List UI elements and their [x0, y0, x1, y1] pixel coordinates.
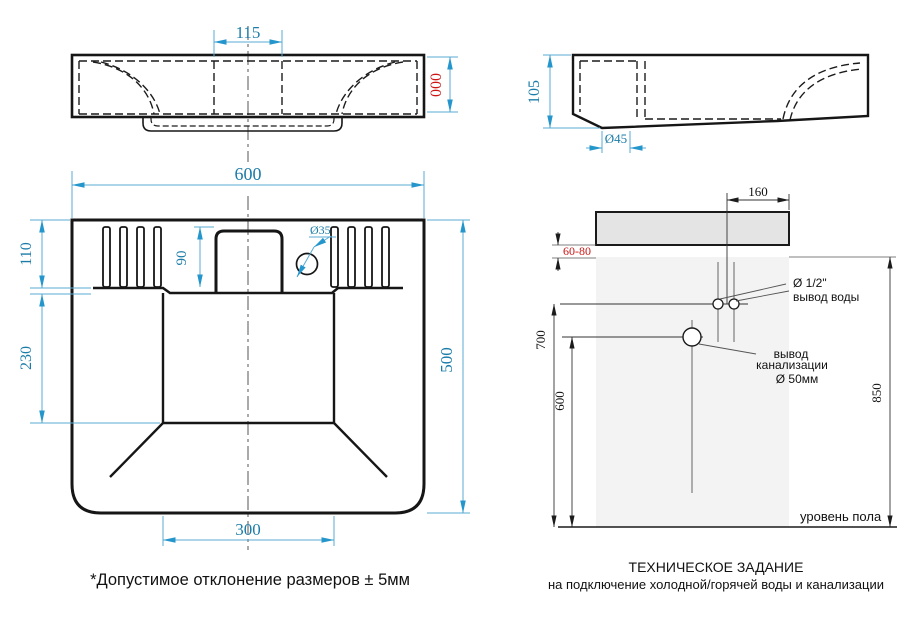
top-view-tab: [142, 117, 343, 132]
sewage-label-2: канализации: [756, 358, 828, 372]
dim-500: 500: [427, 219, 470, 514]
dim-115-label: 115: [236, 23, 261, 42]
front-view: 600 Ø35: [18, 164, 470, 550]
dim-000: 000: [427, 56, 458, 113]
top-view-tab-hidden: [150, 117, 335, 127]
faucet-hole: Ø35: [295, 223, 336, 278]
floor-level-label: уровень пола: [800, 509, 882, 524]
dim-600: 600: [71, 164, 425, 218]
pedestal: [161, 293, 336, 425]
top-view-hidden-lines: [78, 60, 418, 115]
side-profile-view: 105 Ø45: [526, 53, 870, 153]
dim-000-label: 000: [428, 73, 445, 97]
wall-region: [596, 257, 789, 527]
dim-300: 300: [162, 516, 335, 546]
dim-160: 160: [726, 184, 790, 304]
dim-o45: Ø45: [586, 131, 646, 153]
dim-110-label: 110: [18, 242, 35, 265]
dim-105-label: 105: [526, 80, 543, 104]
dim-60-80: 60-80: [552, 232, 596, 271]
shelf-edge: [93, 286, 403, 295]
dim-230: 230: [18, 293, 160, 424]
water-outlet-label: вывод воды: [793, 290, 859, 304]
top-view-outline: [70, 53, 426, 119]
footer-texts: *Допустимое отклонение размеров ± 5мм ТЕ…: [90, 559, 884, 592]
side-view-hidden-lines: [579, 60, 863, 121]
dim-700: 700: [533, 303, 557, 528]
pedestal-legs: [109, 422, 388, 478]
overflow-opening: [214, 229, 284, 292]
left-rib-slats: [102, 226, 162, 288]
dim-90: 90: [174, 226, 214, 288]
spec-subtitle: на подключение холодной/горячей воды и к…: [548, 577, 884, 592]
dim-160-label: 160: [748, 184, 768, 199]
dim-105: 105: [526, 54, 600, 129]
dim-o35-label: Ø35: [310, 223, 331, 237]
dim-700-label: 700: [533, 330, 548, 350]
water-outlets: Ø 1/2" вывод воды: [560, 262, 859, 342]
sewage-size-label: Ø 50мм: [776, 372, 819, 386]
dim-850-label: 850: [869, 383, 884, 403]
dim-230-label: 230: [18, 346, 35, 370]
spec-title: ТЕХНИЧЕСКОЕ ЗАДАНИЕ: [629, 559, 804, 575]
dim-600-install: 600: [552, 336, 575, 528]
sewage-outlet: вывод канализации Ø 50мм: [562, 320, 828, 493]
floor-level: уровень пола: [558, 509, 897, 528]
side-view-outline: [571, 53, 870, 130]
sewage-leader-line: [698, 343, 757, 355]
water-size-label: Ø 1/2": [793, 276, 827, 290]
sewage-label-1: вывод: [774, 347, 809, 361]
dim-600-label: 600: [235, 164, 262, 184]
dim-90-label: 90: [174, 251, 190, 266]
dim-o45-label: Ø45: [605, 131, 627, 146]
dim-850: 850: [789, 256, 896, 528]
sink-silhouette: [595, 211, 790, 246]
dim-500-label: 500: [437, 347, 456, 373]
water-leader-line: [719, 283, 790, 302]
front-view-outline: [70, 218, 426, 515]
top-profile-view: 115 000: [70, 23, 458, 162]
installation-diagram: 160 60-80 Ø 1/2" вывод воды вывод канали…: [533, 184, 897, 528]
right-rib-slats: [330, 226, 390, 288]
dim-115: 115: [213, 23, 283, 57]
dim-60-80-label: 60-80: [563, 244, 591, 258]
tolerance-note: *Допустимое отклонение размеров ± 5мм: [90, 571, 410, 589]
dim-110: 110: [18, 219, 91, 289]
dim-300-label: 300: [235, 520, 261, 539]
dim-600-install-label: 600: [552, 391, 567, 411]
